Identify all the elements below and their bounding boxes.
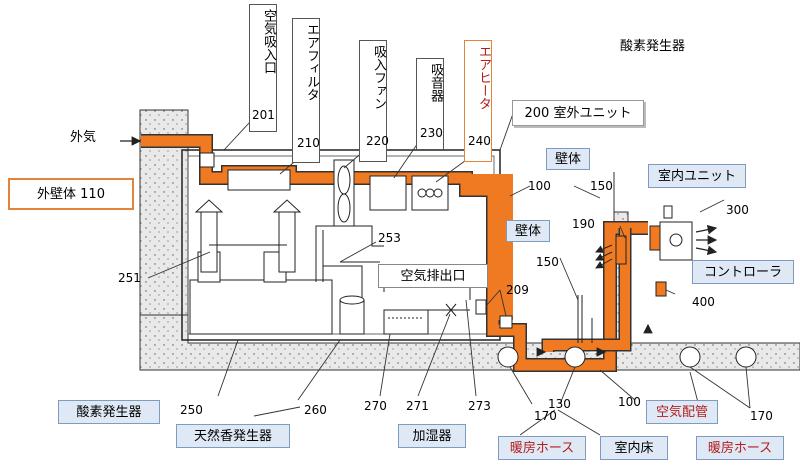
outer-wall-label: 外壁体 110	[8, 178, 134, 210]
incense-generator-label: 天然香発生器	[176, 424, 290, 448]
number-250: 250	[180, 403, 203, 417]
heater-unit	[411, 175, 449, 211]
number-271: 271	[406, 399, 429, 413]
wall-a-number: 150	[590, 179, 613, 193]
air-intake-text: 空気吸入口	[261, 9, 276, 74]
controller-label: コントローラ	[692, 260, 794, 284]
number-273: 273	[468, 399, 491, 413]
oxygen-generator-bottom-label: 酸素発生器	[58, 400, 160, 424]
wall-a-label: 壁体	[546, 148, 590, 170]
silencer-unit	[369, 175, 407, 211]
air-heater-text: エアヒータ	[476, 45, 491, 110]
intake-fan-label: 吸入ファン	[359, 40, 387, 162]
intake-fan-text: 吸入ファン	[371, 45, 386, 110]
number-100-a: 100	[528, 179, 551, 193]
number-209: 209	[506, 283, 529, 297]
indoor-unit-number: 300	[726, 203, 749, 217]
oxygen-generator-top-label: 酸素発生器	[620, 39, 686, 54]
number-260: 260	[304, 403, 327, 417]
air-intake-label: 空気吸入口	[249, 4, 277, 132]
air-filter-text: エアフィルタ	[304, 23, 319, 101]
oxygen-generator-unit	[189, 199, 333, 335]
number-253: 253	[378, 231, 401, 245]
heating-hose-b-label: 暖房ホース	[696, 436, 784, 460]
number-251: 251	[118, 271, 141, 285]
silencer-text: 吸音器	[428, 63, 443, 102]
humidifier-unit	[383, 303, 470, 335]
controller-unit	[655, 281, 667, 297]
floor-supports	[577, 295, 593, 343]
heating-hose-a-label: 暖房ホース	[498, 436, 586, 460]
indoor-floor-label: 室内床	[600, 436, 668, 460]
indoor-unit-body	[649, 205, 693, 261]
intake-fan-unit	[333, 159, 355, 227]
air-intake-fitting	[199, 152, 215, 168]
pipe-flow-arrows	[530, 323, 653, 357]
humidifier-label: 加湿器	[398, 424, 466, 448]
air-intake-number: 201	[252, 108, 275, 122]
number-130: 130	[548, 397, 571, 411]
exhaust-label: 空気排出口	[378, 264, 488, 288]
indoor-unit-label: 室内ユニット	[648, 164, 746, 188]
air-filter-unit	[227, 169, 291, 191]
controller-number: 400	[692, 295, 715, 309]
air-pipe	[141, 134, 648, 372]
wall-b-number: 150	[536, 255, 559, 269]
heating-hose-circles	[497, 346, 757, 368]
air-filter-label: エアフィルタ	[292, 18, 320, 163]
wall-vent	[595, 235, 627, 269]
silencer-number: 230	[420, 126, 443, 140]
silencer-label: 吸音器	[416, 58, 444, 150]
number-170-a: 170	[534, 409, 557, 423]
exhaust-outlet-marker	[475, 299, 513, 329]
air-heater-label: エアヒータ	[464, 40, 492, 162]
outdoor-unit-label: 200 室外ユニット	[512, 100, 644, 126]
number-190: 190	[572, 217, 595, 231]
air-filter-number: 210	[297, 136, 320, 150]
indoor-unit-airflow	[695, 224, 718, 256]
air-heater-number: 240	[468, 134, 491, 148]
intake-fan-number: 220	[366, 134, 389, 148]
air-pipe-label: 空気配管	[646, 400, 718, 424]
incense-generator-unit	[339, 295, 365, 335]
wall-b-label: 壁体	[506, 220, 550, 242]
outside-air-label: 外気	[70, 130, 97, 145]
number-170-b: 170	[750, 409, 773, 423]
number-100-b: 100	[618, 395, 641, 409]
number-270: 270	[364, 399, 387, 413]
